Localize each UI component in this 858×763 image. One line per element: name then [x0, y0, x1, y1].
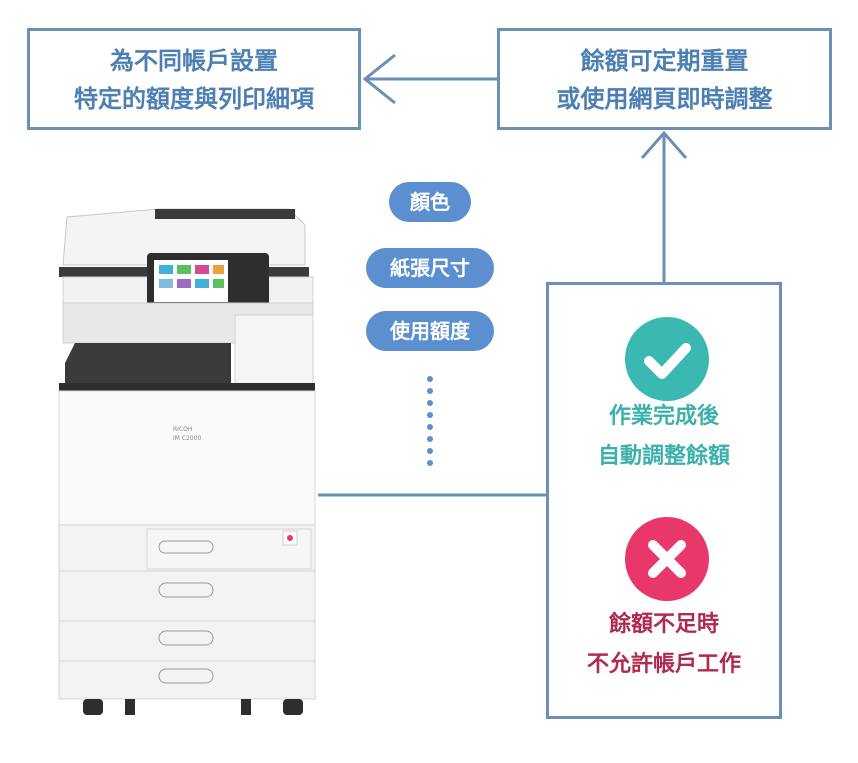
- more-dots: [427, 376, 433, 472]
- arrow-head-up: [640, 130, 688, 159]
- check-icon: [625, 317, 709, 401]
- failure-line2: 不允許帳戶工作: [586, 652, 741, 677]
- account-settings-box: 為不同帳戶設置 特定的額度與列印細項: [27, 28, 361, 130]
- balance-reset-box: 餘額可定期重置 或使用網頁即時調整: [497, 28, 832, 130]
- success-line2: 自動調整餘額: [597, 444, 730, 469]
- cross-icon: [625, 517, 709, 601]
- balance-reset-line1: 餘額可定期重置: [580, 47, 749, 75]
- failure-text: 餘額不足時 不允許帳戶工作: [549, 605, 779, 685]
- result-box: 作業完成後 自動調整餘額 餘額不足時 不允許帳戶工作: [546, 282, 782, 719]
- tag-usage-quota: 使用額度: [366, 311, 494, 351]
- account-settings-line2: 特定的額度與列印細項: [74, 85, 314, 113]
- arrow-head-left: [362, 53, 396, 105]
- success-line1: 作業完成後: [608, 404, 719, 429]
- tag-paper-size: 紙張尺寸: [366, 248, 494, 288]
- tag-color: 顏色: [389, 182, 471, 222]
- printer-illustration: RICOH IM C2000: [58, 208, 316, 715]
- printer-model: IM C2000: [173, 435, 201, 442]
- balance-reset-line2: 或使用網頁即時調整: [556, 85, 773, 113]
- failure-line1: 餘額不足時: [608, 612, 719, 637]
- success-text: 作業完成後 自動調整餘額: [549, 397, 779, 477]
- printer-brand: RICOH: [173, 426, 192, 433]
- account-settings-line1: 為不同帳戶設置: [110, 47, 278, 75]
